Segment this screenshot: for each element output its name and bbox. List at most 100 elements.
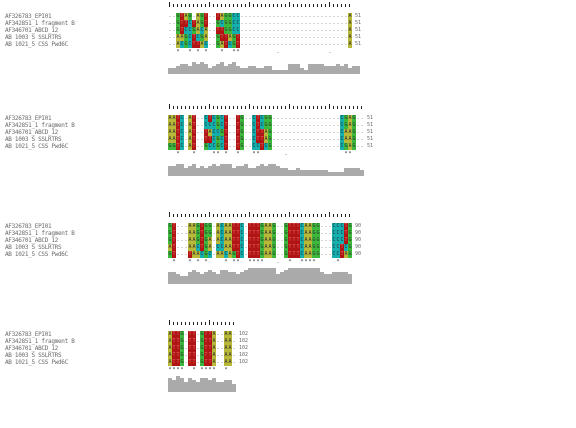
residue-cell[interactable]: . (292, 27, 296, 33)
residue-cell[interactable]: T (200, 237, 204, 244)
residue-cell[interactable]: . (180, 230, 184, 236)
residue-cell[interactable]: G (344, 115, 348, 122)
residue-cell[interactable]: . (276, 223, 280, 229)
residue-cell[interactable]: T (220, 34, 224, 41)
residue-cell[interactable]: . (312, 41, 316, 47)
residue-cell[interactable]: . (288, 27, 292, 33)
residue-cell[interactable]: A (308, 237, 312, 244)
residue-cell[interactable]: . (244, 223, 248, 229)
residue-cell[interactable]: C (236, 13, 240, 20)
residue-cell[interactable]: G (260, 244, 264, 251)
residue-cell[interactable]: T (236, 230, 240, 237)
residue-cell[interactable]: . (196, 136, 200, 142)
residue-cell[interactable]: A (188, 143, 192, 150)
residue-cell[interactable]: C (240, 251, 244, 258)
residue-cell[interactable]: . (196, 129, 200, 135)
sequence-name[interactable]: AF342851_1 fragment B (5, 20, 75, 27)
residue-cell[interactable]: T (256, 115, 260, 122)
residue-cell[interactable]: . (328, 41, 332, 47)
residue-cell[interactable]: T (180, 27, 184, 34)
residue-cell[interactable]: . (304, 129, 308, 135)
residue-cell[interactable]: G (268, 143, 272, 150)
residue-cell[interactable]: A (268, 244, 272, 251)
residue-cell[interactable]: . (200, 136, 204, 142)
residue-cell[interactable]: C (260, 122, 264, 129)
residue-cell[interactable]: . (292, 20, 296, 26)
residue-cell[interactable]: T (224, 136, 228, 143)
residue-cell[interactable]: . (196, 359, 200, 365)
residue-cell[interactable]: A (188, 237, 192, 244)
residue-cell[interactable]: . (280, 115, 284, 121)
residue-cell[interactable]: . (320, 34, 324, 40)
sequence-name[interactable]: AF326783_EPI01 (5, 115, 52, 122)
residue-cell[interactable]: . (184, 237, 188, 243)
residue-cell[interactable]: . (176, 244, 180, 250)
residue-cell[interactable]: . (356, 136, 360, 142)
residue-cell[interactable]: G (348, 244, 352, 251)
residue-cell[interactable]: T (192, 359, 196, 366)
residue-cell[interactable]: T (296, 230, 300, 237)
residue-cell[interactable]: . (308, 115, 312, 121)
residue-cell[interactable]: . (328, 129, 332, 135)
residue-cell[interactable]: T (208, 338, 212, 345)
residue-cell[interactable]: . (324, 129, 328, 135)
residue-cell[interactable]: C (200, 27, 204, 34)
residue-cell[interactable]: . (244, 34, 248, 40)
residue-cell[interactable]: . (232, 115, 236, 121)
residue-cell[interactable]: T (236, 129, 240, 136)
residue-cell[interactable]: G (352, 143, 356, 150)
residue-cell[interactable]: T (232, 223, 236, 230)
residue-cell[interactable]: A (348, 143, 352, 150)
residue-cell[interactable]: . (228, 115, 232, 121)
residue-cell[interactable]: G (272, 223, 276, 230)
residue-cell[interactable]: G (196, 237, 200, 244)
residue-cell[interactable]: C (252, 143, 256, 150)
residue-cell[interactable]: . (300, 27, 304, 33)
residue-cell[interactable]: T (192, 352, 196, 359)
residue-cell[interactable]: A (228, 338, 232, 345)
residue-cell[interactable]: T (200, 230, 204, 237)
residue-cell[interactable]: . (336, 13, 340, 19)
residue-cell[interactable]: G (208, 230, 212, 237)
residue-cell[interactable]: . (244, 244, 248, 250)
residue-cell[interactable]: . (232, 352, 236, 358)
residue-cell[interactable]: . (320, 251, 324, 257)
residue-cell[interactable]: C (208, 143, 212, 150)
residue-cell[interactable]: . (268, 20, 272, 26)
residue-cell[interactable]: . (248, 41, 252, 47)
residue-cell[interactable]: . (340, 34, 344, 40)
residue-cell[interactable]: . (304, 136, 308, 142)
residue-cell[interactable]: T (204, 13, 208, 20)
residue-cell[interactable]: T (224, 115, 228, 122)
residue-cell[interactable]: . (272, 122, 276, 128)
residue-cell[interactable]: G (344, 122, 348, 129)
residue-cell[interactable]: T (236, 136, 240, 143)
residue-cell[interactable]: . (228, 136, 232, 142)
residue-cell[interactable]: . (336, 136, 340, 142)
residue-cell[interactable]: G (168, 230, 172, 237)
sequence-name[interactable]: AF326783_EPI01 (5, 13, 52, 20)
residue-cell[interactable]: A (228, 331, 232, 338)
residue-cell[interactable]: T (256, 129, 260, 136)
residue-cell[interactable]: . (296, 41, 300, 47)
residue-cell[interactable]: A (308, 251, 312, 258)
residue-cell[interactable]: . (316, 122, 320, 128)
residue-cell[interactable]: T (252, 244, 256, 251)
residue-cell[interactable]: T (252, 251, 256, 258)
residue-cell[interactable]: A (172, 129, 176, 136)
residue-cell[interactable]: C (200, 251, 204, 258)
residue-cell[interactable]: . (320, 122, 324, 128)
residue-cell[interactable]: T (208, 352, 212, 359)
residue-cell[interactable]: . (344, 13, 348, 19)
residue-cell[interactable]: T (248, 237, 252, 244)
residue-cell[interactable]: G (348, 223, 352, 230)
residue-cell[interactable]: C (232, 13, 236, 20)
residue-cell[interactable]: . (172, 34, 176, 40)
residue-cell[interactable]: T (232, 230, 236, 237)
sequence-name[interactable]: AB 1003 S SSLRTRS (5, 352, 62, 359)
residue-cell[interactable]: G (260, 237, 264, 244)
residue-cell[interactable]: . (260, 41, 264, 47)
residue-cell[interactable]: . (332, 13, 336, 19)
residue-cell[interactable]: T (192, 136, 196, 143)
